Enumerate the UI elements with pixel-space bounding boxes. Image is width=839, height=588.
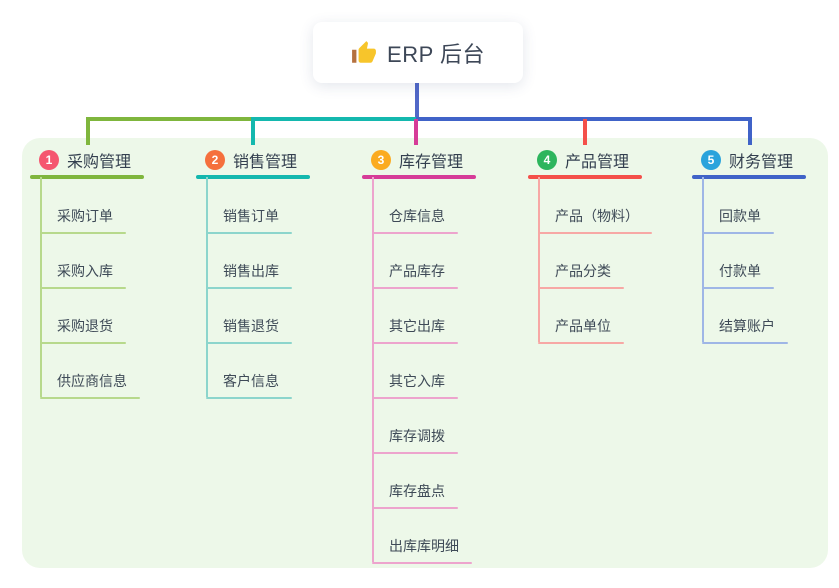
child-node[interactable]: 销售出库 (223, 263, 279, 279)
connector-drop-2 (251, 119, 255, 145)
child-node[interactable]: 产品库存 (389, 263, 445, 279)
child-underline (40, 397, 140, 399)
branch-title: 产品管理 (565, 154, 630, 171)
child-underline (206, 397, 292, 399)
child-underline (206, 232, 292, 234)
root-node[interactable]: ERP 后台 (313, 22, 523, 83)
child-underline (40, 342, 126, 344)
connector-rail-mid (251, 117, 418, 121)
connector-drop-5 (748, 119, 752, 145)
child-underline (40, 287, 126, 289)
child-node[interactable]: 结算账户 (719, 318, 775, 334)
child-node[interactable]: 仓库信息 (389, 208, 445, 224)
branch-underline (692, 175, 806, 179)
child-underline (372, 452, 458, 454)
branch-number-badge: 5 (701, 150, 721, 170)
branch-underline (196, 175, 310, 179)
child-node[interactable]: 产品单位 (555, 318, 611, 334)
child-node[interactable]: 库存盘点 (389, 483, 445, 499)
connector-drop-1 (86, 119, 90, 145)
child-underline (538, 232, 652, 234)
child-underline (40, 232, 126, 234)
child-node[interactable]: 出库库明细 (389, 538, 459, 554)
branches-panel (22, 138, 828, 568)
child-node[interactable]: 客户信息 (223, 373, 279, 389)
branch-column-2: 2 销售管理销售订单销售出库销售退货客户信息 (196, 145, 371, 575)
branch-number-badge: 1 (39, 150, 59, 170)
branch-title: 采购管理 (67, 154, 132, 171)
child-underline (372, 562, 472, 564)
branch-column-4: 4 产品管理产品（物料） 产品分类产品单位 (528, 145, 703, 575)
branch-node-1[interactable]: 1 采购管理 (30, 145, 131, 175)
branch-underline (362, 175, 476, 179)
branch-child-line (702, 177, 704, 342)
branch-number-badge: 4 (537, 150, 557, 170)
branch-node-3[interactable]: 3 库存管理 (362, 145, 463, 175)
branch-column-3: 3 库存管理仓库信息产品库存其它出库其它入库库存调拨库存盘点出库库明细 (362, 145, 537, 575)
child-node[interactable]: 采购入库 (57, 263, 113, 279)
child-node[interactable]: 销售订单 (223, 208, 279, 224)
branch-node-2[interactable]: 2 销售管理 (196, 145, 297, 175)
child-underline (702, 342, 788, 344)
child-node[interactable]: 产品（物料） (555, 208, 639, 224)
child-node[interactable]: 采购退货 (57, 318, 113, 334)
child-node[interactable]: 供应商信息 (57, 373, 127, 389)
branch-title: 库存管理 (399, 154, 464, 171)
child-underline (702, 287, 774, 289)
child-underline (372, 397, 458, 399)
child-underline (206, 287, 292, 289)
branch-title: 财务管理 (729, 154, 794, 171)
branch-title: 销售管理 (233, 154, 298, 171)
child-node[interactable]: 采购订单 (57, 208, 113, 224)
root-title: ERP 后台 (387, 41, 485, 67)
connector-drop-4 (583, 119, 587, 145)
child-underline (372, 507, 458, 509)
connector-drop-3 (414, 119, 418, 145)
child-node[interactable]: 库存调拨 (389, 428, 445, 444)
branch-node-5[interactable]: 5 财务管理 (692, 145, 793, 175)
child-underline (538, 287, 624, 289)
branch-column-5: 5 财务管理回款单付款单结算账户 (692, 145, 839, 575)
child-underline (372, 232, 458, 234)
child-underline (538, 342, 624, 344)
child-underline (702, 232, 774, 234)
child-underline (372, 287, 458, 289)
branch-column-1: 1 采购管理采购订单采购入库采购退货供应商信息 (30, 145, 205, 575)
branch-underline (528, 175, 642, 179)
child-node[interactable]: 回款单 (719, 208, 761, 224)
branch-child-line (538, 177, 540, 342)
branch-underline (30, 175, 144, 179)
child-node[interactable]: 产品分类 (555, 263, 611, 279)
child-node[interactable]: 销售退货 (223, 318, 279, 334)
connector-rail-left (86, 117, 255, 121)
branch-number-badge: 3 (371, 150, 391, 170)
thumbs-up-icon (351, 40, 377, 66)
branch-number-badge: 2 (205, 150, 225, 170)
branch-node-4[interactable]: 4 产品管理 (528, 145, 629, 175)
branch-child-line (372, 177, 374, 562)
child-underline (372, 342, 458, 344)
child-node[interactable]: 付款单 (719, 263, 761, 279)
child-node[interactable]: 其它出库 (389, 318, 445, 334)
child-node[interactable]: 其它入库 (389, 373, 445, 389)
connector-root-line (415, 83, 419, 121)
child-underline (206, 342, 292, 344)
